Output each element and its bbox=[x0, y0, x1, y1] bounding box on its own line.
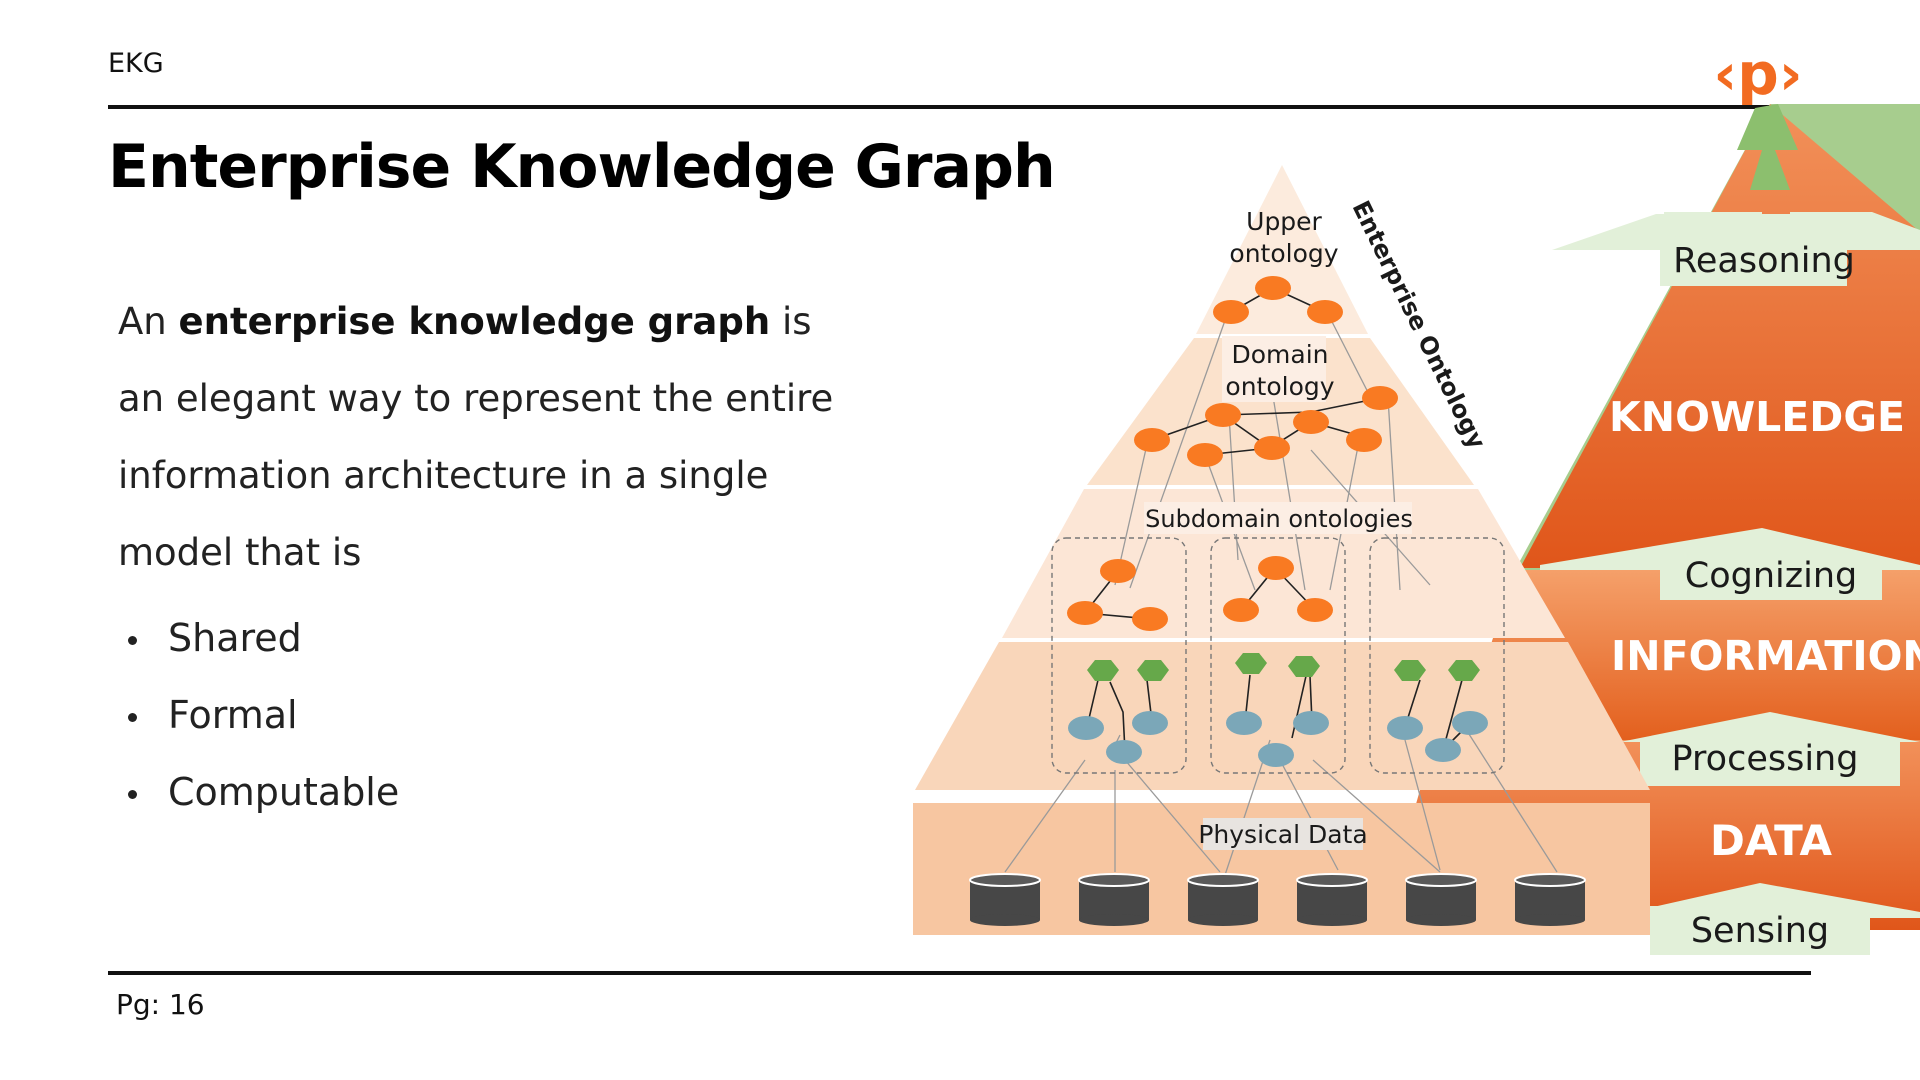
section-label: EKG bbox=[108, 48, 164, 79]
domain-ontology-label-line1: Domain bbox=[1231, 340, 1328, 369]
cognizing-band bbox=[1660, 560, 1882, 600]
header-divider bbox=[108, 105, 1811, 109]
upper-ontology-label-line1: Upper bbox=[1246, 207, 1322, 236]
arrow-up-icon bbox=[1737, 104, 1798, 190]
page-title: Enterprise Knowledge Graph bbox=[108, 132, 1056, 202]
intro-highlight: enterprise knowledge graph bbox=[178, 300, 771, 343]
instance-nodes bbox=[1068, 711, 1488, 767]
processing-band-base bbox=[1620, 712, 1920, 742]
domain-ontology-label-line2: ontology bbox=[1225, 372, 1334, 401]
processing-band bbox=[1640, 738, 1900, 786]
page-number: Pg: 16 bbox=[116, 988, 205, 1021]
upper-ontology-tier bbox=[1196, 165, 1368, 334]
process-label-processing: Processing bbox=[1672, 739, 1859, 779]
subdomain-groups bbox=[1051, 537, 1505, 774]
ontology-concept-nodes bbox=[1067, 276, 1398, 631]
physical-label-bg bbox=[1203, 818, 1363, 850]
bullet-item: Formal bbox=[126, 677, 399, 754]
entity-type-nodes bbox=[1087, 653, 1480, 681]
intro-text-start: An bbox=[118, 300, 179, 343]
process-label-cognizing: Cognizing bbox=[1685, 556, 1857, 596]
process-label-sensing: Sensing bbox=[1691, 911, 1829, 951]
level-label-information: INFORMATION bbox=[1611, 632, 1920, 680]
physical-data-label: Physical Data bbox=[1198, 820, 1367, 849]
reasoning-band bbox=[1660, 235, 1847, 286]
database-icon bbox=[1078, 873, 1150, 926]
sensing-band bbox=[1650, 906, 1870, 955]
domain-label-bg bbox=[1222, 336, 1326, 402]
domain-ontology-tier bbox=[1087, 338, 1474, 485]
database-icon bbox=[1514, 873, 1586, 926]
upper-ontology-label-line2: ontology bbox=[1229, 239, 1338, 268]
subdomain-label-bg bbox=[1144, 502, 1412, 534]
database-icon bbox=[969, 873, 1041, 926]
bullet-item: Shared bbox=[126, 600, 399, 677]
intro-text-end: is an elegant way to represent the entir… bbox=[118, 300, 834, 574]
entity-tier bbox=[915, 642, 1650, 790]
brand-logo: ‹p› bbox=[1713, 42, 1802, 108]
bullet-item: Computable bbox=[126, 754, 399, 831]
intro-paragraph: An enterprise knowledge graph is an eleg… bbox=[118, 283, 858, 591]
bullet-list: Shared Formal Computable bbox=[126, 600, 399, 831]
level-label-knowledge: KNOWLEDGE bbox=[1609, 393, 1905, 441]
reasoning-band-base bbox=[1552, 212, 1920, 250]
database-icon bbox=[1296, 873, 1368, 926]
process-label-reasoning: Reasoning bbox=[1673, 241, 1855, 281]
cognizing-band-base bbox=[1540, 528, 1920, 570]
database-icon bbox=[1187, 873, 1259, 926]
footer-divider bbox=[108, 971, 1811, 975]
database-icons bbox=[969, 873, 1586, 926]
level-label-data: DATA bbox=[1710, 816, 1832, 865]
database-icon bbox=[1405, 873, 1477, 926]
subdomain-ontologies-label: Subdomain ontologies bbox=[1145, 505, 1413, 533]
logo-mark: ‹p› bbox=[1713, 42, 1802, 108]
